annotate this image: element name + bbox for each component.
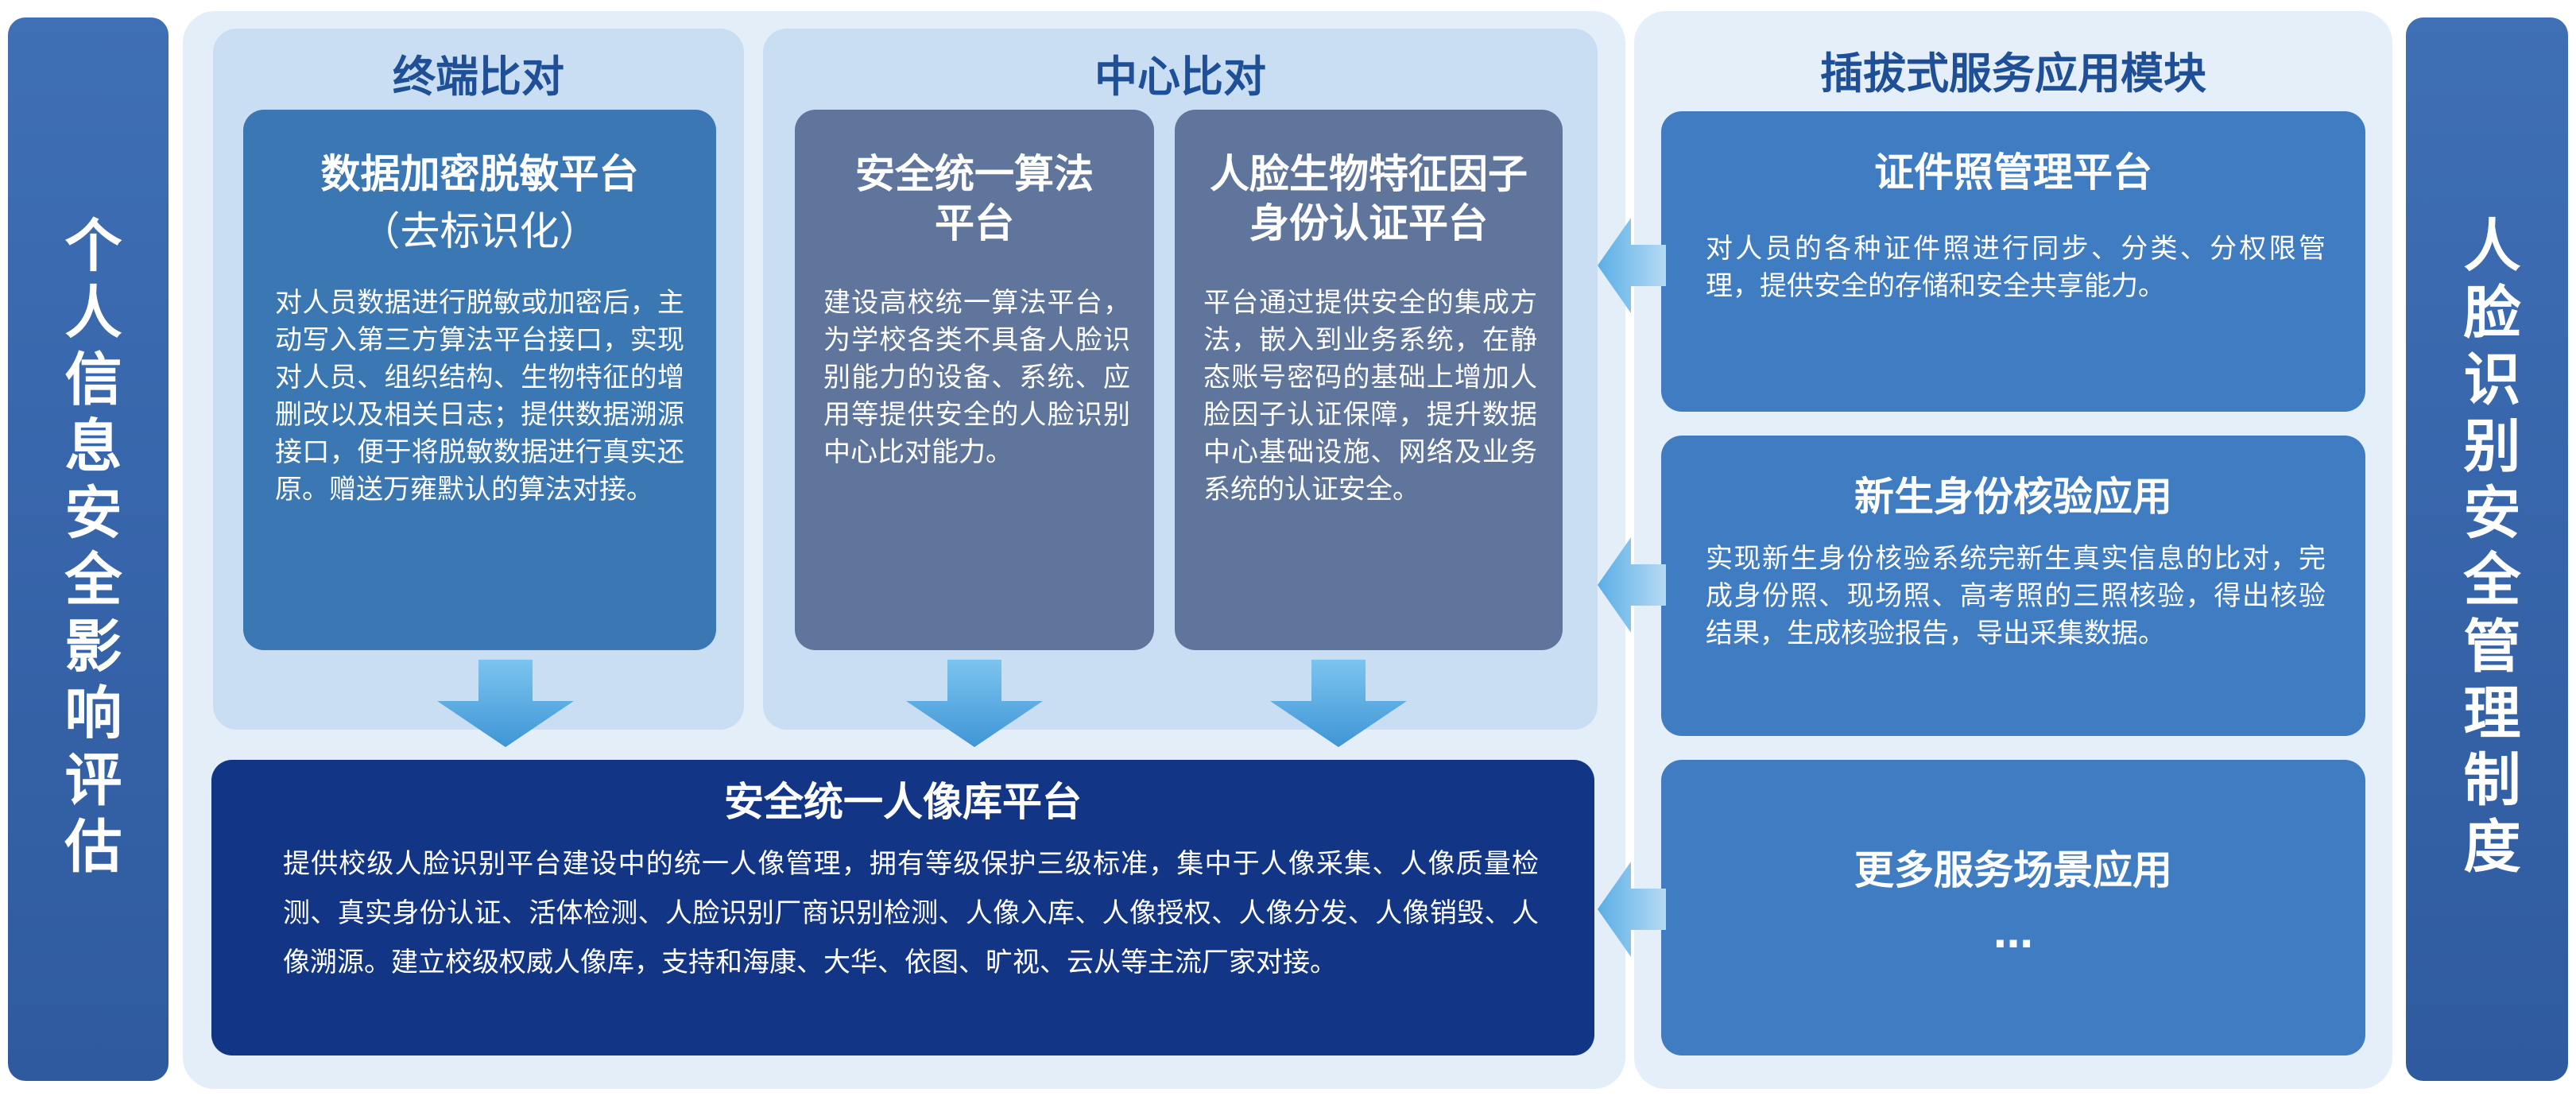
portrait-db-card: 安全统一人像库平台 提供校级人脸识别平台建设中的统一人像管理，拥有等级保护三级标… — [211, 760, 1594, 1055]
card-body: 实现新生身份核验系统完新生真实信息的比对，完成身份照、现场照、高考照的三照核验，… — [1706, 543, 2326, 649]
arrow-left-icon — [1598, 537, 1666, 633]
card-body: 对人员数据进行脱敏或加密后，主动写入第三方算法平台接口，实现对人员、组织结构、生… — [275, 287, 684, 505]
card-title: 安全统一算法 平台 — [855, 151, 1094, 246]
arrow-down-icon — [1270, 660, 1407, 747]
plugin-title: 插拔式服务应用模块 — [1820, 48, 2206, 99]
card-body: 提供校级人脸识别平台建设中的统一人像管理，拥有等级保护三级标准，集中于人像采集、… — [283, 848, 1539, 978]
arrow-left-icon — [1598, 862, 1666, 957]
right-side-pillar: 人脸识别安全管理制度 — [2406, 17, 2568, 1081]
unified-algorithm-card: 安全统一算法 平台 建设高校统一算法平台，为学校各类不具备人脸识别能力的设备、系… — [795, 110, 1154, 650]
card-title: 新生身份核验应用 — [1854, 474, 2172, 520]
arrow-down-icon — [906, 660, 1043, 747]
data-encryption-card: 数据加密脱敏平台 （去标识化） 对人员数据进行脱敏或加密后，主动写入第三方算法平… — [243, 110, 716, 650]
card-title: 人脸生物特征因子 身份认证平台 — [1210, 151, 1528, 246]
card-title: 数据加密脱敏平台 — [320, 151, 639, 197]
terminal-title: 终端比对 — [393, 52, 564, 102]
more-services-card: 更多服务场景应用 … — [1661, 760, 2365, 1055]
arrow-left-icon — [1598, 218, 1666, 313]
arrow-down-icon — [437, 660, 574, 747]
card-title: 安全统一人像库平台 — [724, 779, 1082, 825]
card-body: 建设高校统一算法平台，为学校各类不具备人脸识别能力的设备、系统、应用等提供安全的… — [823, 287, 1130, 468]
left-side-label: 个人信息安全影响评估 — [55, 215, 122, 883]
face-factor-auth-card: 人脸生物特征因子 身份认证平台 平台通过提供安全的集成方法，嵌入到业务系统，在静… — [1175, 110, 1563, 650]
center-title: 中心比对 — [1094, 52, 1266, 102]
card-ellipsis: … — [1993, 911, 2033, 957]
card-body: 对人员的各种证件照进行同步、分类、分权限管理，提供安全的存储和安全共享能力。 — [1706, 233, 2326, 302]
card-title: 更多服务场景应用 — [1854, 847, 2172, 893]
card-title: 证件照管理平台 — [1874, 149, 2152, 196]
id-photo-card: 证件照管理平台 对人员的各种证件照进行同步、分类、分权限管理，提供安全的存储和安… — [1661, 111, 2365, 412]
card-subtitle: （去标识化） — [360, 208, 599, 254]
right-side-label: 人脸识别安全管理制度 — [2454, 215, 2520, 883]
left-side-pillar: 个人信息安全影响评估 — [8, 17, 169, 1081]
card-body: 平台通过提供安全的集成方法，嵌入到业务系统，在静态账号密码的基础上增加人脸因子认… — [1203, 287, 1537, 505]
freshman-verify-card: 新生身份核验应用 实现新生身份核验系统完新生真实信息的比对，完成身份照、现场照、… — [1661, 436, 2365, 736]
